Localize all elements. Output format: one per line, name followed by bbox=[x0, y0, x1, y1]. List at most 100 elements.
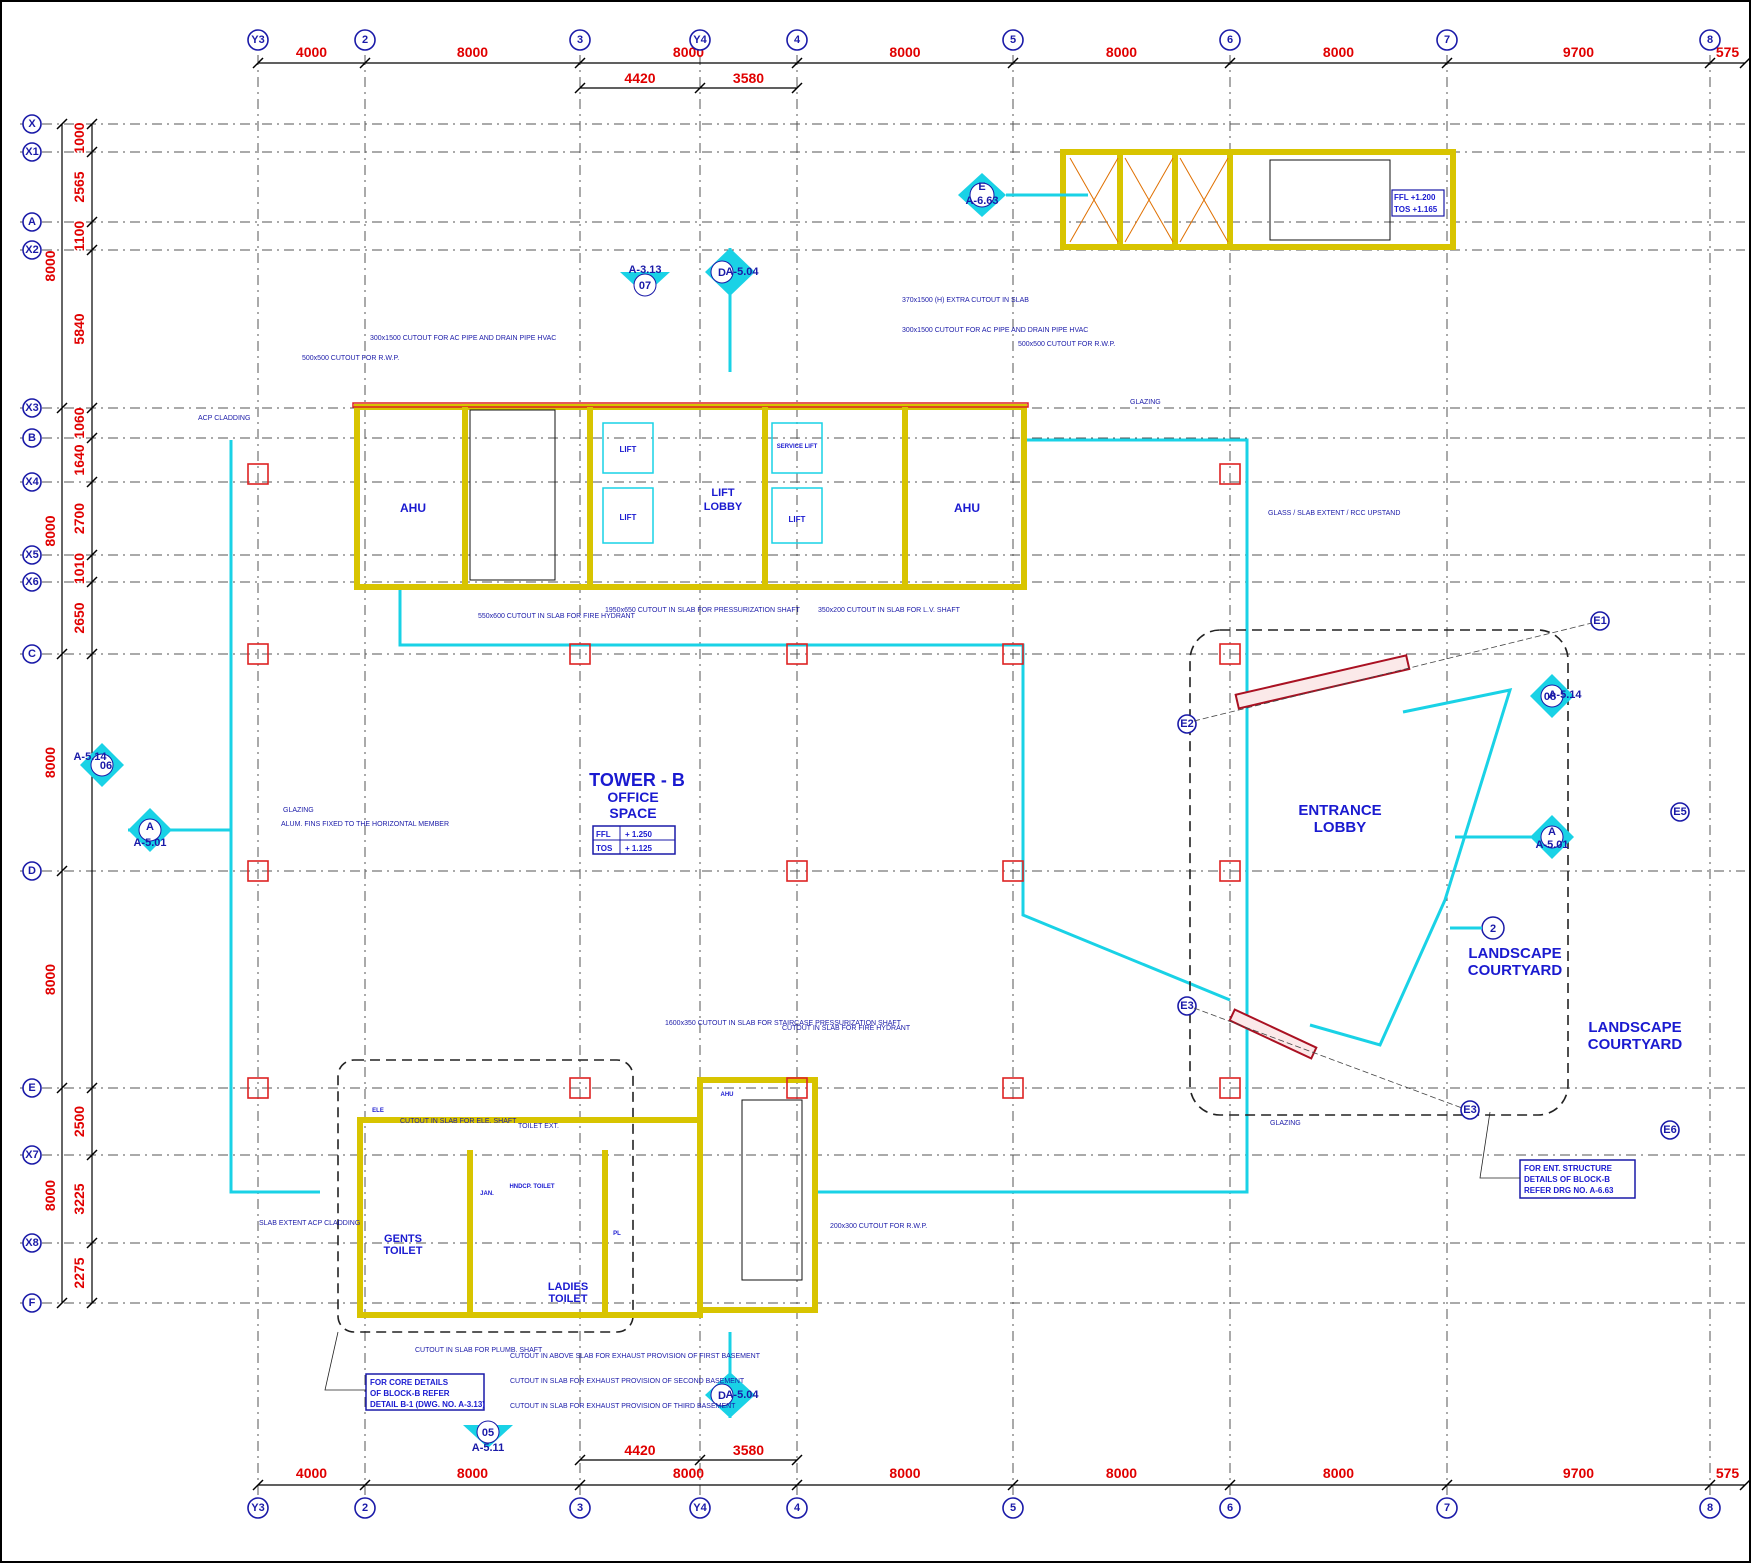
left-inner-dim-text: 2650 bbox=[71, 602, 87, 633]
left-inner-dim-text: 2565 bbox=[71, 171, 87, 202]
level-box: FFL + 1.250 TOS + 1.125 bbox=[592, 825, 676, 855]
grid-bubbles: Y3Y32233Y4Y44455667788XX1AX2X3BX4X5X6CDE… bbox=[22, 29, 1721, 1519]
grid-row-bubble bbox=[22, 1293, 42, 1313]
grid-col-bubble bbox=[1436, 29, 1458, 51]
room-lift-lobby-1: LIFT bbox=[711, 487, 734, 499]
lift-shaft-2 bbox=[602, 487, 654, 544]
room-labels: AHU AHU LIFT LIFT SERVICE LIFT LIFT LIFT… bbox=[372, 444, 1682, 1305]
top-dim-text: 8000 bbox=[1323, 44, 1354, 60]
top-dim-text: 575 bbox=[1716, 44, 1740, 60]
entrance-glazing bbox=[1309, 688, 1513, 1047]
grid-col-label: Y3 bbox=[251, 34, 264, 46]
top-subdim-tick bbox=[574, 82, 586, 94]
grid-row-label: X7 bbox=[25, 1149, 38, 1161]
grid-col-bubble bbox=[354, 29, 376, 51]
grid-col-bubble bbox=[1699, 1497, 1721, 1519]
bottom-dim-tick bbox=[252, 1479, 264, 1491]
grid-col-label: 8 bbox=[1707, 1502, 1713, 1514]
tos-value: + 1.125 bbox=[625, 844, 652, 853]
grid-row-bubble bbox=[22, 240, 42, 260]
top-dim-tick bbox=[1441, 57, 1453, 69]
top-subdim-text: 4420 bbox=[624, 70, 655, 86]
structural-column bbox=[786, 643, 808, 665]
room-landscape-a2: COURTYARD bbox=[1468, 962, 1563, 979]
section-08-ref: A-5.14 bbox=[1548, 689, 1582, 701]
ent-note-line1: FOR ENT. STRUCTURE bbox=[1524, 1164, 1613, 1173]
room-entrance-1: ENTRANCE bbox=[1298, 802, 1381, 819]
bottom-subdim-tick bbox=[694, 1454, 706, 1466]
ffl-label: FFL bbox=[596, 830, 611, 839]
structural-column bbox=[247, 860, 269, 882]
top-dim-text: 9700 bbox=[1563, 44, 1594, 60]
grid-row-label: A bbox=[28, 216, 36, 228]
grid-col-bubble bbox=[569, 29, 591, 51]
top-dim-tick bbox=[252, 57, 264, 69]
room-pl: PL bbox=[613, 1231, 621, 1237]
note-cutout-extra: 370x1500 (H) EXTRA CUTOUT IN SLAB bbox=[902, 297, 1029, 304]
room-service-lift: SERVICE LIFT bbox=[777, 444, 818, 450]
room-entrance-2: LOBBY bbox=[1314, 819, 1367, 836]
grid-col-bubble bbox=[786, 1497, 808, 1519]
room-landscape-b1: LANDSCAPE bbox=[1588, 1019, 1681, 1036]
grid-col-label: 8 bbox=[1707, 34, 1713, 46]
structural-column bbox=[1219, 643, 1241, 665]
left-inner-dim-tick bbox=[86, 576, 98, 588]
bottom-dim-tick bbox=[1441, 1479, 1453, 1491]
grid-row-bubble bbox=[22, 114, 42, 134]
section-08-label: 08 bbox=[1544, 691, 1556, 703]
bottom-subdim-text: 3580 bbox=[733, 1442, 764, 1458]
bottom-dim-text: 9700 bbox=[1563, 1465, 1594, 1481]
structural-column bbox=[1219, 1077, 1241, 1099]
bottom-dim-tick bbox=[1007, 1479, 1019, 1491]
note-cutout-ac-2: 300x1500 CUTOUT FOR AC PIPE AND DRAIN PI… bbox=[902, 327, 1088, 334]
left-outer-dim-tick bbox=[56, 1082, 68, 1094]
grid-col-bubble bbox=[689, 29, 711, 51]
grid-row-bubble bbox=[22, 572, 42, 592]
note-staircase-shaft: 1600x350 CUTOUT IN SLAB FOR STAIRCASE PR… bbox=[665, 1020, 902, 1027]
annotation-notes: 500x500 CUTOUT FOR R.W.P. 300x1500 CUTOU… bbox=[198, 297, 1400, 1410]
top-dim-text: 8000 bbox=[457, 44, 488, 60]
note-exhaust-3: CUTOUT IN SLAB FOR EXHAUST PROVISION OF … bbox=[510, 1403, 736, 1410]
section-06-label: 06 bbox=[100, 760, 112, 772]
grid-col-label: 2 bbox=[362, 34, 368, 46]
grid-row-bubble bbox=[22, 861, 42, 881]
grid-row-bubble bbox=[22, 398, 42, 418]
note-fire-hydrant-2: CUTOUT IN SLAB FOR FIRE HYDRANT bbox=[782, 1025, 911, 1032]
note-fire-hydrant: 550x600 CUTOUT IN SLAB FOR FIRE HYDRANT bbox=[478, 613, 636, 620]
bottom-dim-tick bbox=[574, 1479, 586, 1491]
structural-column bbox=[1002, 643, 1024, 665]
bottom-dim-tick bbox=[359, 1479, 371, 1491]
entrance-reference-note: FOR ENT. STRUCTURE DETAILS OF BLOCK-B RE… bbox=[1479, 1111, 1636, 1199]
room-handicap: HNDCP. TOILET bbox=[509, 1184, 554, 1190]
note-glazing-1: GLAZING bbox=[1130, 399, 1161, 406]
top-dim-tick bbox=[1739, 57, 1751, 69]
grid-row-bubble bbox=[22, 212, 42, 232]
grid-row-label: X8 bbox=[25, 1237, 38, 1249]
entrance-grid-e5: E5 bbox=[1673, 806, 1686, 818]
structural-column bbox=[1002, 1077, 1024, 1099]
structural-column bbox=[1219, 860, 1241, 882]
note-lv-shaft: 350x200 CUTOUT IN SLAB FOR L.V. SHAFT bbox=[818, 607, 961, 614]
grid-col-bubble bbox=[247, 1497, 269, 1519]
note-acp-cladding: ACP CLADDING bbox=[198, 415, 250, 422]
stair-level-box: FFL +1.200 TOS +1.165 bbox=[1391, 189, 1445, 217]
note-slab-extent: SLAB EXTENT ACP CLADDING bbox=[259, 1220, 360, 1227]
left-inner-dim-tick bbox=[86, 146, 98, 158]
note-exhaust-1: CUTOUT IN ABOVE SLAB FOR EXHAUST PROVISI… bbox=[510, 1353, 761, 1360]
grid-row-label: C bbox=[28, 648, 36, 660]
left-outer-dim-tick bbox=[56, 118, 68, 130]
stair-ffl: FFL +1.200 bbox=[1394, 193, 1436, 202]
top-dim-text: 4000 bbox=[296, 44, 327, 60]
room-lift-3: LIFT bbox=[789, 515, 806, 524]
grid-col-label: Y3 bbox=[251, 1502, 264, 1514]
room-tower-title: TOWER - B bbox=[589, 770, 685, 790]
ent-note-line2: DETAILS OF BLOCK-B bbox=[1524, 1175, 1610, 1184]
grid-col-label: 5 bbox=[1010, 1502, 1016, 1514]
entrance-outline bbox=[1189, 629, 1569, 1116]
grid-row-label: X2 bbox=[25, 244, 38, 256]
entrance-grid-e1: E1 bbox=[1593, 615, 1606, 627]
structural-column bbox=[786, 1077, 808, 1099]
ent-note-line3: REFER DRG NO. A-6.63 bbox=[1524, 1186, 1614, 1195]
